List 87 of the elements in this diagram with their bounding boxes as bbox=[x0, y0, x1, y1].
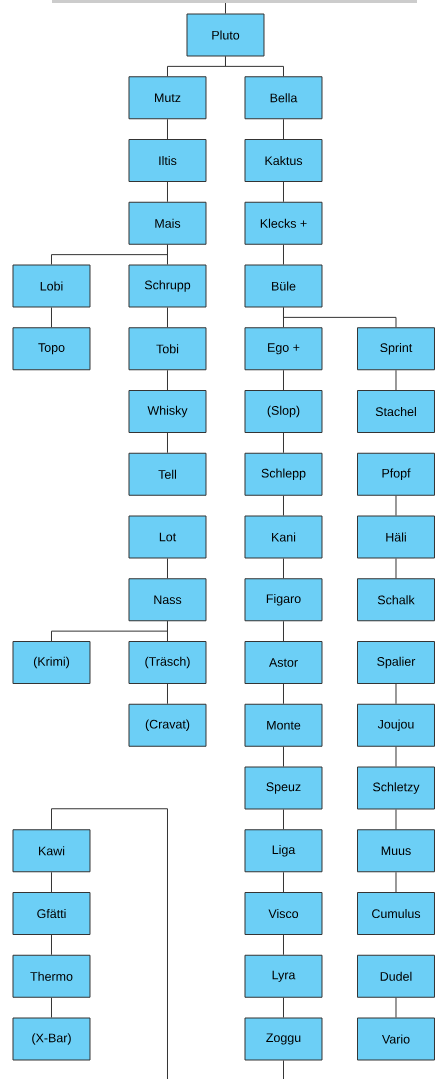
name-box: Kawi bbox=[12, 829, 91, 873]
name-box: Büle bbox=[244, 264, 323, 308]
name-box: Vario bbox=[357, 1017, 435, 1061]
name-box: Tell bbox=[128, 452, 207, 496]
connector-line bbox=[283, 369, 284, 391]
name-box: Klecks + bbox=[244, 201, 323, 245]
name-box: Liga bbox=[244, 829, 323, 873]
connector-line bbox=[283, 620, 284, 642]
name-box: Kani bbox=[244, 515, 323, 559]
name-box: Pfopf bbox=[357, 452, 435, 496]
name-box: Stachel bbox=[357, 390, 435, 433]
connector-line bbox=[167, 683, 168, 705]
connector-line bbox=[395, 997, 397, 1018]
connector-line bbox=[51, 997, 52, 1018]
connector-line bbox=[283, 181, 284, 203]
name-box: Schletzy bbox=[357, 766, 435, 810]
connector-line bbox=[283, 495, 284, 516]
name-box: Nass bbox=[128, 578, 207, 622]
name-box: Visco bbox=[244, 892, 323, 935]
name-box: Ego + bbox=[244, 327, 323, 371]
connector-line bbox=[395, 558, 397, 579]
name-box: Mutz bbox=[128, 76, 207, 120]
connector-line bbox=[167, 307, 168, 328]
connector-line bbox=[283, 244, 284, 265]
name-box: Lyra bbox=[244, 954, 323, 998]
name-box: Iltis bbox=[128, 139, 207, 182]
name-box: Bella bbox=[244, 76, 323, 120]
name-box: Whisky bbox=[128, 390, 207, 433]
connector-line bbox=[283, 432, 284, 454]
connector-line bbox=[167, 369, 168, 391]
name-box: Topo bbox=[12, 327, 91, 371]
connector-line bbox=[395, 369, 397, 391]
name-box: Schrupp bbox=[128, 264, 207, 308]
name-box: (Slop) bbox=[244, 390, 323, 433]
connector-line bbox=[283, 558, 284, 579]
connector-line bbox=[167, 181, 168, 203]
name-box: Dudel bbox=[357, 954, 435, 998]
connector-line bbox=[225, 56, 284, 77]
connector-line bbox=[283, 307, 397, 328]
connector-line bbox=[395, 809, 397, 830]
name-box: Zoggu bbox=[244, 1017, 323, 1061]
connector-line bbox=[167, 620, 168, 642]
name-box: Figaro bbox=[244, 578, 323, 622]
name-box: (Cravat) bbox=[128, 703, 207, 747]
connector-line bbox=[51, 934, 52, 956]
name-box: Schlepp bbox=[244, 452, 323, 496]
name-box: (Träsch) bbox=[128, 641, 207, 684]
connector-line bbox=[167, 118, 168, 140]
connector-line bbox=[283, 871, 284, 893]
name-box: Speuz bbox=[244, 766, 323, 810]
name-box: Astor bbox=[244, 641, 323, 684]
name-box: Joujou bbox=[357, 703, 435, 747]
connector-line bbox=[283, 997, 284, 1018]
name-box: Muus bbox=[357, 829, 435, 873]
connector-line bbox=[283, 118, 284, 140]
connector-line bbox=[51, 307, 52, 328]
name-box: Kaktus bbox=[244, 139, 323, 182]
connector-line bbox=[283, 1060, 284, 1079]
name-box: (Krimi) bbox=[12, 641, 91, 684]
connector-line bbox=[395, 683, 397, 705]
name-box: Cumulus bbox=[357, 892, 435, 935]
connector-line bbox=[51, 871, 52, 893]
connector-line bbox=[51, 808, 168, 1079]
name-box: Lot bbox=[128, 515, 207, 559]
connector-line bbox=[395, 871, 397, 893]
name-box: Monte bbox=[244, 703, 323, 747]
connector-line bbox=[283, 746, 284, 767]
name-box: Spalier bbox=[357, 641, 435, 684]
connector-line bbox=[167, 244, 168, 265]
connector-line bbox=[167, 558, 168, 579]
name-box: Tobi bbox=[128, 327, 207, 371]
connector-line bbox=[225, 2, 226, 14]
connector-line bbox=[283, 809, 284, 830]
name-box: Pluto bbox=[186, 13, 265, 57]
name-box: (X-Bar) bbox=[12, 1017, 91, 1061]
name-box: Mais bbox=[128, 201, 207, 245]
name-box: Schalk bbox=[357, 578, 435, 622]
connector-line bbox=[167, 432, 168, 454]
name-box: Häli bbox=[357, 515, 435, 559]
name-box: Thermo bbox=[12, 954, 91, 998]
connector-line bbox=[395, 495, 397, 516]
name-box: Gfätti bbox=[12, 892, 91, 935]
connector-line bbox=[283, 683, 284, 705]
connector-line bbox=[283, 934, 284, 956]
name-box: Sprint bbox=[357, 327, 435, 371]
connector-line bbox=[395, 746, 397, 767]
name-box: Lobi bbox=[12, 264, 91, 308]
